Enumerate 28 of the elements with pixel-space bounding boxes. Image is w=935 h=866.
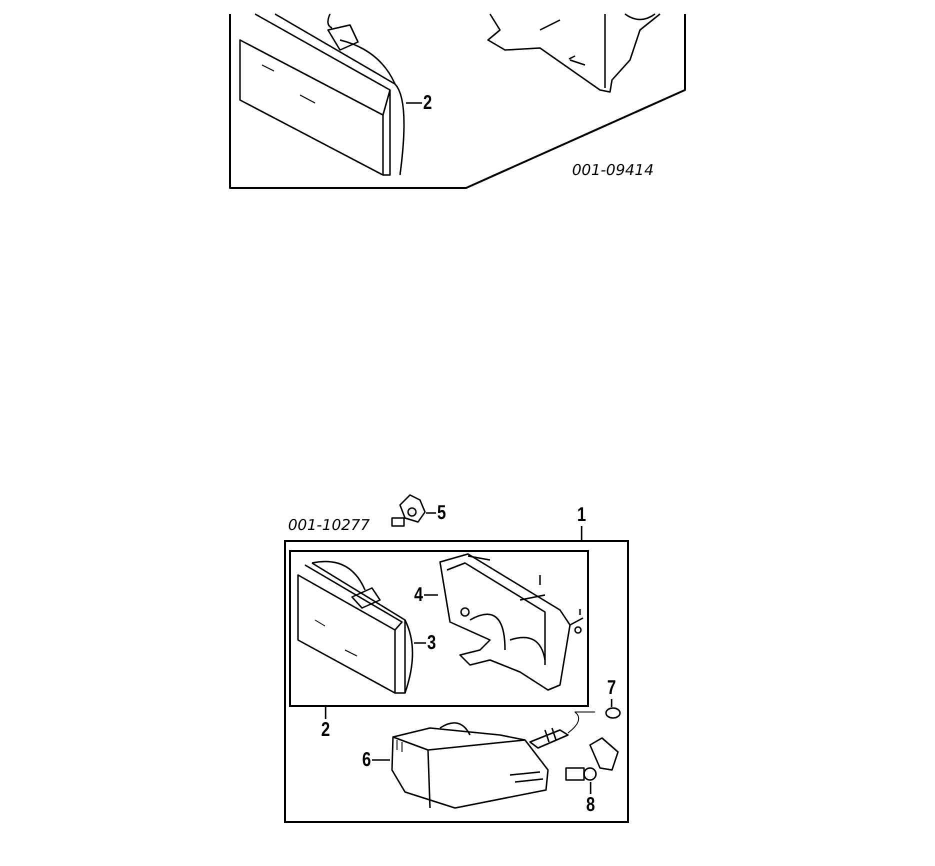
headlight-housing-drawing — [438, 553, 586, 692]
callout-number: 1 — [577, 505, 586, 525]
leader-line — [580, 526, 582, 540]
panel-frame — [289, 550, 589, 707]
leader-line — [426, 512, 436, 514]
callout-number: 8 — [586, 795, 595, 815]
figure-code: 001-09414 — [572, 162, 654, 178]
headlight-drawing — [296, 560, 414, 695]
o-ring-drawing — [605, 707, 621, 719]
leader-line — [610, 699, 612, 707]
callout-number: 5 — [437, 503, 446, 523]
leader-line — [424, 594, 438, 596]
leader-line — [372, 759, 390, 761]
panel-frame — [284, 540, 629, 823]
leader-line — [414, 642, 426, 644]
callout-number: 2 — [321, 720, 330, 740]
callout-number: 6 — [362, 750, 372, 770]
callout-number: 2 — [423, 93, 432, 113]
figure-code: 001-10277 — [288, 517, 370, 533]
bulb-socket-drawing — [564, 736, 620, 782]
leader-line — [590, 782, 592, 794]
callout-number: 7 — [607, 678, 616, 698]
callout-number: 4 — [414, 585, 424, 605]
headlight-drawing — [238, 14, 406, 176]
leader-line — [406, 102, 422, 104]
leader-line — [324, 707, 326, 719]
bulb-socket-drawing — [390, 493, 426, 528]
callout-number: 3 — [427, 633, 436, 653]
